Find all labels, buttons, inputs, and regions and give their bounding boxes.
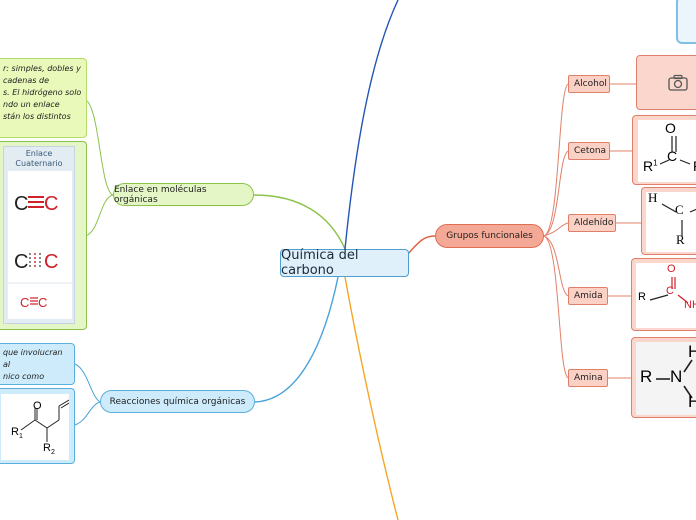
link-grupos	[407, 235, 436, 255]
branch-grupos-funcionales[interactable]: Grupos funcionales	[435, 224, 544, 248]
enlace-image-frame: Enlace Cuaternario C C C C C C	[0, 141, 87, 330]
link-cetona	[543, 150, 569, 237]
amina-image-frame: R N H H	[631, 337, 696, 418]
reaction-r2-label: R2	[43, 442, 55, 457]
reaction-structure	[20, 399, 69, 442]
link-enlace-image	[85, 194, 114, 237]
partial-top-node	[676, 0, 696, 44]
aldehido-structure	[661, 203, 696, 236]
branch-enlace[interactable]: Enlace en moléculas orgánicas	[113, 183, 254, 206]
amina-structure	[656, 359, 693, 399]
note-line: nico como	[3, 372, 45, 381]
tag-amina[interactable]: Amina	[568, 369, 608, 387]
link-alcohol	[543, 83, 569, 237]
cetona-r2: R	[693, 158, 696, 174]
note-line: r: simples, dobles y	[3, 64, 81, 73]
amina-r: R	[640, 367, 653, 386]
branch-enlace-label: Enlace en moléculas orgánicas	[114, 184, 207, 205]
reaction-o-label: O	[33, 400, 42, 412]
amida-structure	[649, 277, 689, 304]
svg-text:C: C	[44, 193, 58, 215]
camera-icon	[668, 74, 688, 91]
svg-text:C: C	[14, 251, 28, 273]
tag-alcohol[interactable]: Alcohol	[568, 75, 610, 93]
link-navy	[344, 0, 399, 250]
svg-text:C: C	[38, 295, 47, 310]
link-reacciones	[254, 276, 339, 403]
note-line: ndo un enlace	[3, 100, 60, 109]
amina-h-bottom: H	[688, 392, 696, 411]
link-enlace-note	[85, 99, 114, 196]
amida-nh: NH	[684, 299, 696, 311]
amida-r: R	[638, 291, 646, 303]
branch-reacciones[interactable]: Reacciones química orgánicas	[100, 390, 255, 413]
amina-n: N	[670, 367, 683, 386]
alcohol-image-frame	[636, 55, 696, 110]
aldehido-r: R	[676, 232, 685, 247]
cetona-o: O	[665, 120, 676, 136]
cetona-c: C	[667, 148, 678, 164]
tag-amida[interactable]: Amida	[568, 287, 608, 305]
note-line: cadenas de	[3, 76, 49, 85]
link-aldehido	[543, 222, 569, 237]
note-line: s. El hidrógeno solo	[3, 88, 82, 97]
bond-diagrams: C C C C C C	[8, 193, 72, 310]
link-reacciones-image	[74, 401, 101, 426]
svg-text:C: C	[44, 251, 58, 273]
cetona-image-frame: O C R1 R	[632, 115, 696, 185]
branch-grupos-label: Grupos funcionales	[446, 231, 533, 241]
cetona-structure	[659, 136, 691, 165]
enlace-image-subtitle: Cuaternario	[15, 159, 63, 168]
branch-reacciones-label: Reacciones química orgánicas	[109, 396, 246, 407]
link-reacciones-note	[74, 363, 101, 403]
tag-cetona[interactable]: Cetona	[568, 142, 610, 160]
link-enlace	[253, 194, 346, 250]
note-line: que involucran al	[3, 348, 63, 369]
reacciones-note: que involucran al nico como	[0, 343, 75, 385]
aldehido-h: H	[648, 190, 658, 205]
enlace-image-title: Enlace	[25, 149, 53, 158]
enlace-image: Enlace Cuaternario C C C C C C	[3, 146, 75, 324]
svg-text:C: C	[20, 295, 29, 310]
link-orange	[344, 276, 399, 520]
amida-c: C	[666, 285, 674, 297]
amida-image-frame: O C R NH	[631, 258, 696, 331]
svg-text:C: C	[14, 193, 28, 215]
enlace-note: r: simples, dobles y cadenas de s. El hi…	[0, 58, 87, 138]
amida-o: O	[667, 263, 676, 275]
link-amina	[543, 235, 569, 379]
aldehido-image-frame: H C R	[641, 187, 696, 255]
note-line: stán los distintos	[3, 112, 71, 121]
tag-aldehido[interactable]: Aldehído	[568, 214, 616, 232]
reacciones-image-frame: O R1 R2	[0, 388, 75, 464]
reaction-r1-label: R1	[11, 426, 23, 441]
link-amida	[543, 235, 569, 297]
center-topic-label: Química del carbono	[281, 248, 359, 278]
amina-h-top: H	[688, 342, 696, 361]
cetona-r1: R1	[643, 158, 658, 174]
center-topic[interactable]: Química del carbono	[280, 248, 409, 278]
aldehido-c: C	[675, 202, 684, 217]
